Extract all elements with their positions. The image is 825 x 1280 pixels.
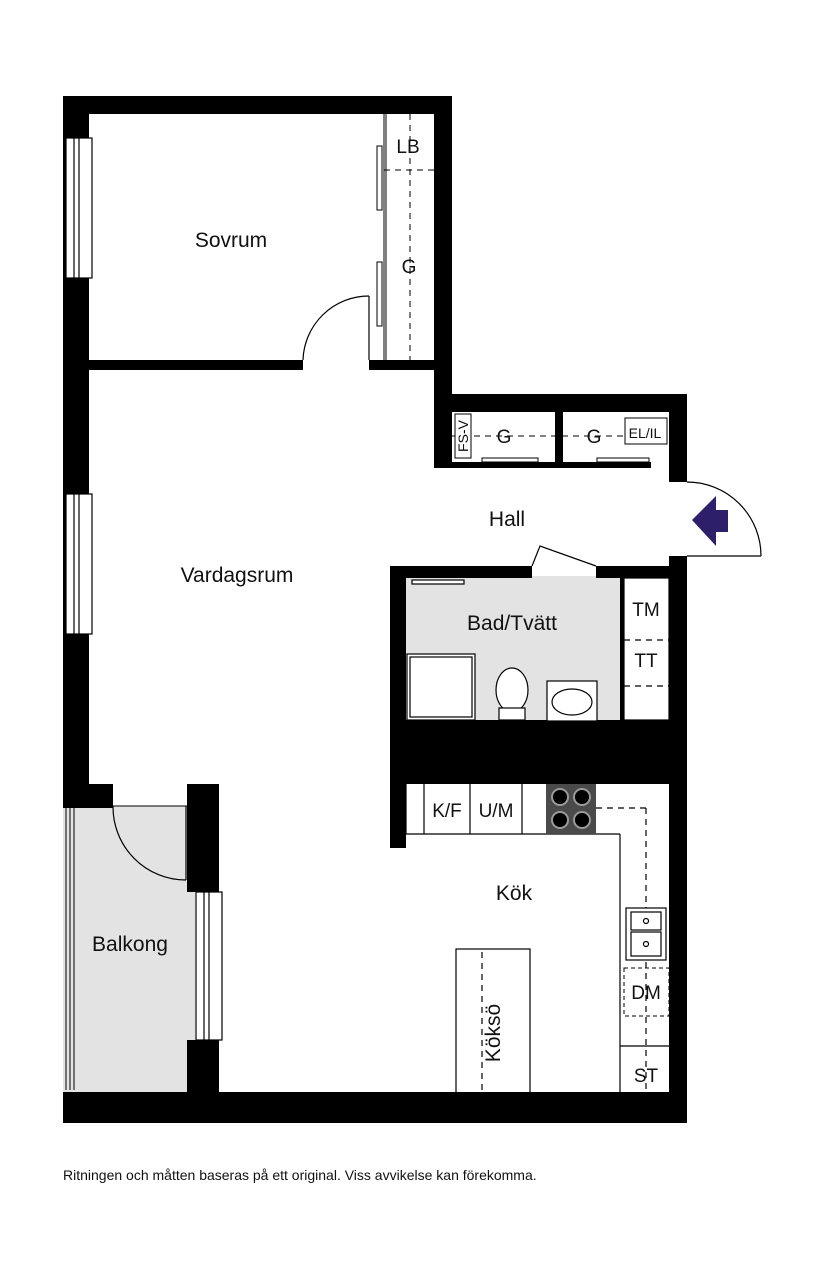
windows: [65, 137, 223, 1041]
room-label-kok: Kök: [496, 882, 533, 905]
room-label-hall: Hall: [489, 508, 525, 531]
toilet: [495, 667, 529, 713]
washbasin: [546, 680, 598, 722]
room-label-vardagsrum: Vardagsrum: [181, 564, 294, 587]
label-g-hall-1: G: [497, 427, 512, 448]
room-label-bad: Bad/Tvätt: [467, 612, 557, 635]
balcony-floor: [63, 806, 195, 1092]
room-label-sovrum: Sovrum: [195, 229, 267, 252]
sink-icon: [625, 907, 667, 961]
stove-icon: [546, 784, 596, 834]
kitchen-island: [455, 948, 531, 1106]
dishwasher: [623, 967, 670, 1017]
label-lb: LB: [396, 137, 419, 158]
label-tm: TM: [632, 600, 659, 621]
hall-closets: [452, 413, 669, 463]
shower: [406, 653, 476, 721]
walls: [63, 96, 687, 1123]
label-g-bedroom: G: [402, 257, 417, 278]
room-label-balkong: Balkong: [92, 933, 168, 956]
label-tt: TT: [634, 651, 658, 672]
label-elil: EL/IL: [629, 425, 662, 441]
bathroom-fixtures: [406, 577, 670, 722]
room-label-kokso: Köksö: [482, 1004, 505, 1062]
balcony-railing: [65, 805, 187, 1090]
label-g-hall-2: G: [587, 427, 602, 448]
label-st: ST: [634, 1066, 659, 1087]
bedroom-wardrobes: [376, 114, 434, 360]
entrance-arrow-icon: [692, 496, 728, 546]
label-fsv: FS-V: [455, 419, 471, 452]
disclaimer-text: Ritningen och måtten baseras på ett orig…: [63, 1167, 537, 1183]
doors: [112, 295, 762, 881]
label-um: U/M: [479, 801, 514, 822]
label-kf: K/F: [432, 801, 462, 822]
label-dm: DM: [631, 983, 661, 1004]
